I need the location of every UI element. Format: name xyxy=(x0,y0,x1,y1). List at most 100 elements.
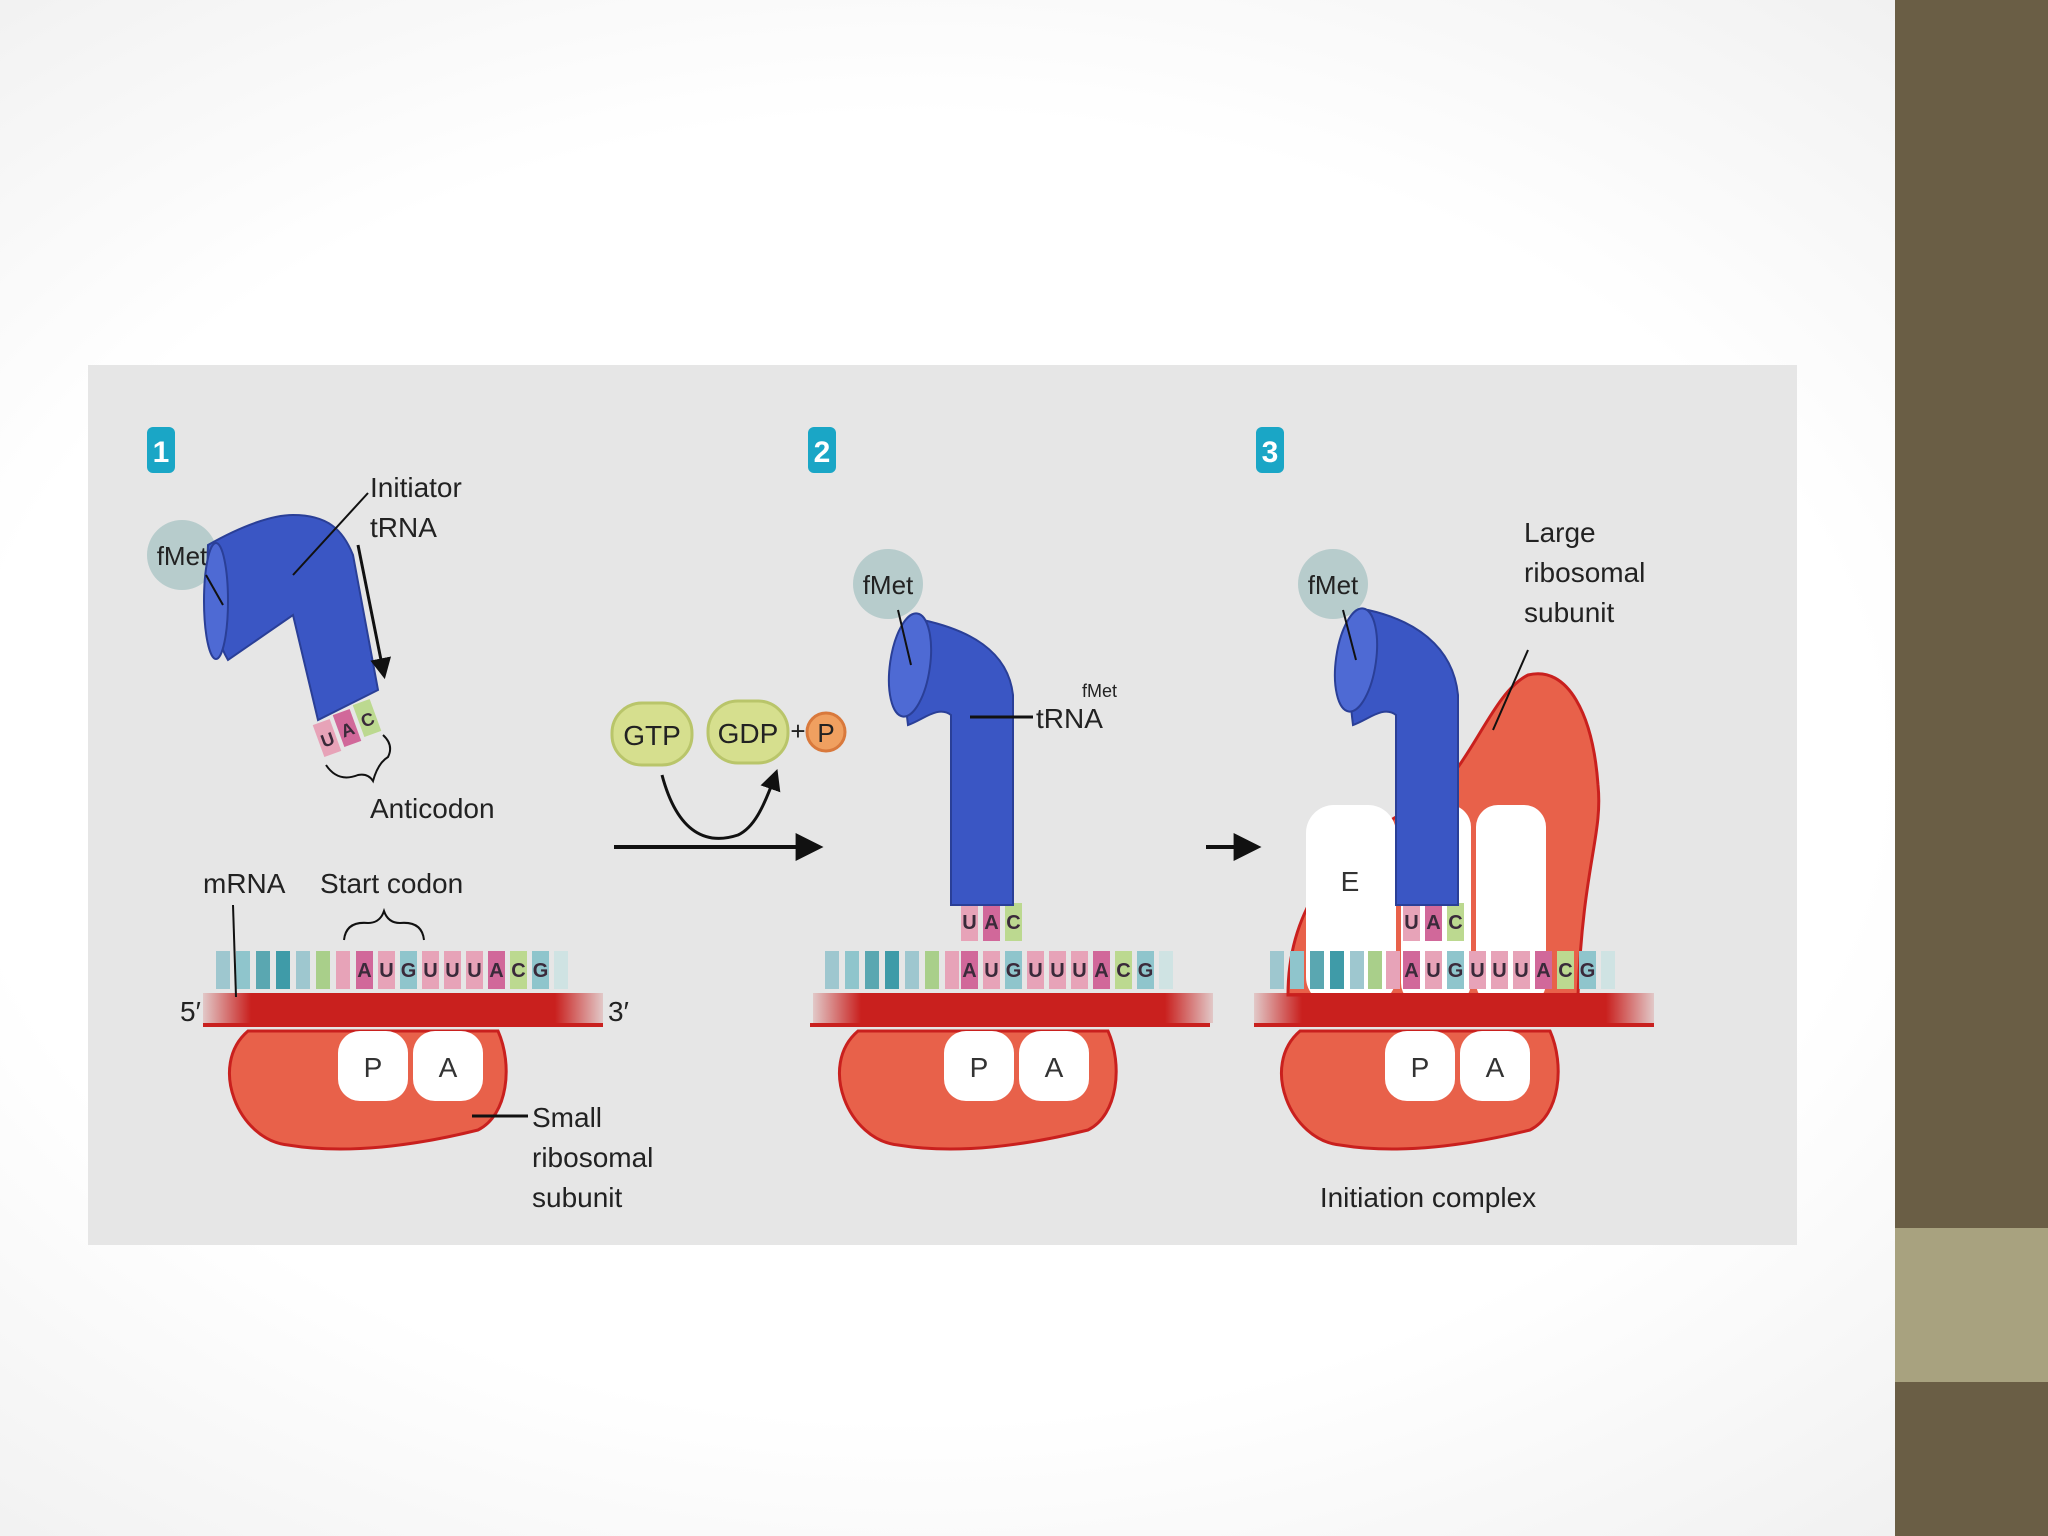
mrna-strand-2 xyxy=(813,993,1213,1023)
mrna-base xyxy=(1027,951,1044,989)
site-a-label-2: A xyxy=(1045,1052,1064,1083)
large-subunit-label-line3: subunit xyxy=(1524,597,1615,628)
translation-initiation-figure: 1 P A A U xyxy=(88,365,1797,1245)
small-subunit-label-line2: ribosomal xyxy=(532,1142,653,1173)
mrna-letter: U xyxy=(984,960,998,982)
step-badge-1 xyxy=(147,427,175,473)
gdp-pill xyxy=(706,699,790,765)
mrna-letter: U xyxy=(445,960,459,982)
site-a-slot xyxy=(413,1031,483,1101)
mrna-base xyxy=(1425,951,1442,989)
anticodon-letter: C xyxy=(1448,912,1462,934)
mrna-base xyxy=(1115,951,1132,989)
mrna-base xyxy=(1491,951,1508,989)
mrna-base xyxy=(256,951,270,989)
mrna-base xyxy=(554,951,568,989)
fmet-link-line xyxy=(205,574,224,606)
anticodon-letter: U xyxy=(1404,912,1418,934)
anticodon-label: Anticodon xyxy=(370,793,495,824)
start-codon-label: Start codon xyxy=(320,868,463,899)
three-prime-label: 3′ xyxy=(608,996,629,1027)
mrna-base xyxy=(1557,951,1574,989)
mrna-base xyxy=(983,951,1000,989)
mrna-letter: U xyxy=(1426,960,1440,982)
mrna-letter: C xyxy=(1116,960,1130,982)
mrna-base xyxy=(422,951,439,989)
mrna-base xyxy=(945,951,959,989)
mrna-codon-letters-2: A U G U U U A C G xyxy=(962,960,1153,982)
mrna-base xyxy=(1403,951,1420,989)
anticodon-brace xyxy=(325,734,392,784)
mrna-letter: U xyxy=(1050,960,1064,982)
mrna-base xyxy=(905,951,919,989)
step-number-2: 2 xyxy=(814,436,831,469)
start-codon-brace xyxy=(343,907,425,941)
mrna-base xyxy=(400,951,417,989)
fmet-label-2: fMet xyxy=(863,570,914,600)
mrna-letter: G xyxy=(1006,960,1022,982)
mrna-codon-letters-3: A U G U U U A C G xyxy=(1404,960,1595,982)
mrna-base xyxy=(1579,951,1596,989)
gtp-pill xyxy=(610,701,694,767)
site-p-slot-3 xyxy=(1385,1031,1455,1101)
anticodon-base xyxy=(961,903,978,941)
anticodon-base xyxy=(1403,903,1420,941)
mrna-base xyxy=(845,951,859,989)
mrna-letter: G xyxy=(533,960,549,982)
mrna-letter: U xyxy=(379,960,393,982)
mrna-base xyxy=(444,951,461,989)
hydrolysis-curve-arrow xyxy=(660,769,781,840)
mrna-base xyxy=(1270,951,1284,989)
mrna-base xyxy=(216,951,230,989)
mrna-base xyxy=(1310,951,1324,989)
fmet-link-line-2 xyxy=(897,609,912,666)
mrna-base xyxy=(356,951,373,989)
mrna-base xyxy=(510,951,527,989)
initiator-trna-label-line1: Initiator xyxy=(370,472,462,503)
panel-1: 1 P A A U xyxy=(147,427,653,1213)
large-subunit-leader xyxy=(1492,649,1529,731)
mrna-base xyxy=(1290,951,1304,989)
mrna-base xyxy=(925,951,939,989)
panel-3: 3 E P A xyxy=(1254,427,1654,1213)
anticodon-letter: A xyxy=(984,912,998,934)
fmet-ball-2 xyxy=(853,549,923,619)
mrna-letter: A xyxy=(1536,960,1550,982)
site-p-slot xyxy=(338,1031,408,1101)
mrna-letter: A xyxy=(357,960,371,982)
mrna-letter: C xyxy=(511,960,525,982)
mrna-letter: U xyxy=(1470,960,1484,982)
mrna-letter: A xyxy=(962,960,976,982)
mrna-base xyxy=(1049,951,1066,989)
trna-fmet-label: tRNA xyxy=(1036,703,1103,734)
mrna-letter: U xyxy=(1072,960,1086,982)
mrna-base xyxy=(1601,951,1615,989)
mrna-letter: G xyxy=(401,960,417,982)
mrna-base xyxy=(1469,951,1486,989)
anticodon-letter: U xyxy=(318,728,337,751)
mrna-letter: G xyxy=(1138,960,1154,982)
mrna-base xyxy=(296,951,310,989)
mrna-letter: U xyxy=(467,960,481,982)
gdp-label: GDP xyxy=(718,718,779,749)
mrna-base xyxy=(1350,951,1364,989)
mrna-strand xyxy=(203,993,603,1023)
mrna-base xyxy=(885,951,899,989)
mrna-letter: G xyxy=(1580,960,1596,982)
mrna-letter: G xyxy=(1448,960,1464,982)
mrna-base xyxy=(1137,951,1154,989)
fmet-label-3: fMet xyxy=(1308,570,1359,600)
mrna-letter: A xyxy=(489,960,503,982)
mrna-bases xyxy=(216,951,568,989)
site-a-slot-3 xyxy=(1460,1031,1530,1101)
mrna-letter: C xyxy=(1558,960,1572,982)
mrna-base xyxy=(378,951,395,989)
site-a-label-3: A xyxy=(1486,1052,1505,1083)
mrna-base xyxy=(1330,951,1344,989)
mrna-base xyxy=(488,951,505,989)
mrna-letter: U xyxy=(1492,960,1506,982)
anticodon-letter: C xyxy=(358,708,377,731)
gtp-hydrolysis: GTP GDP + P xyxy=(610,699,847,861)
step-badge-2 xyxy=(808,427,836,473)
fmet-label-1: fMet xyxy=(157,541,208,571)
